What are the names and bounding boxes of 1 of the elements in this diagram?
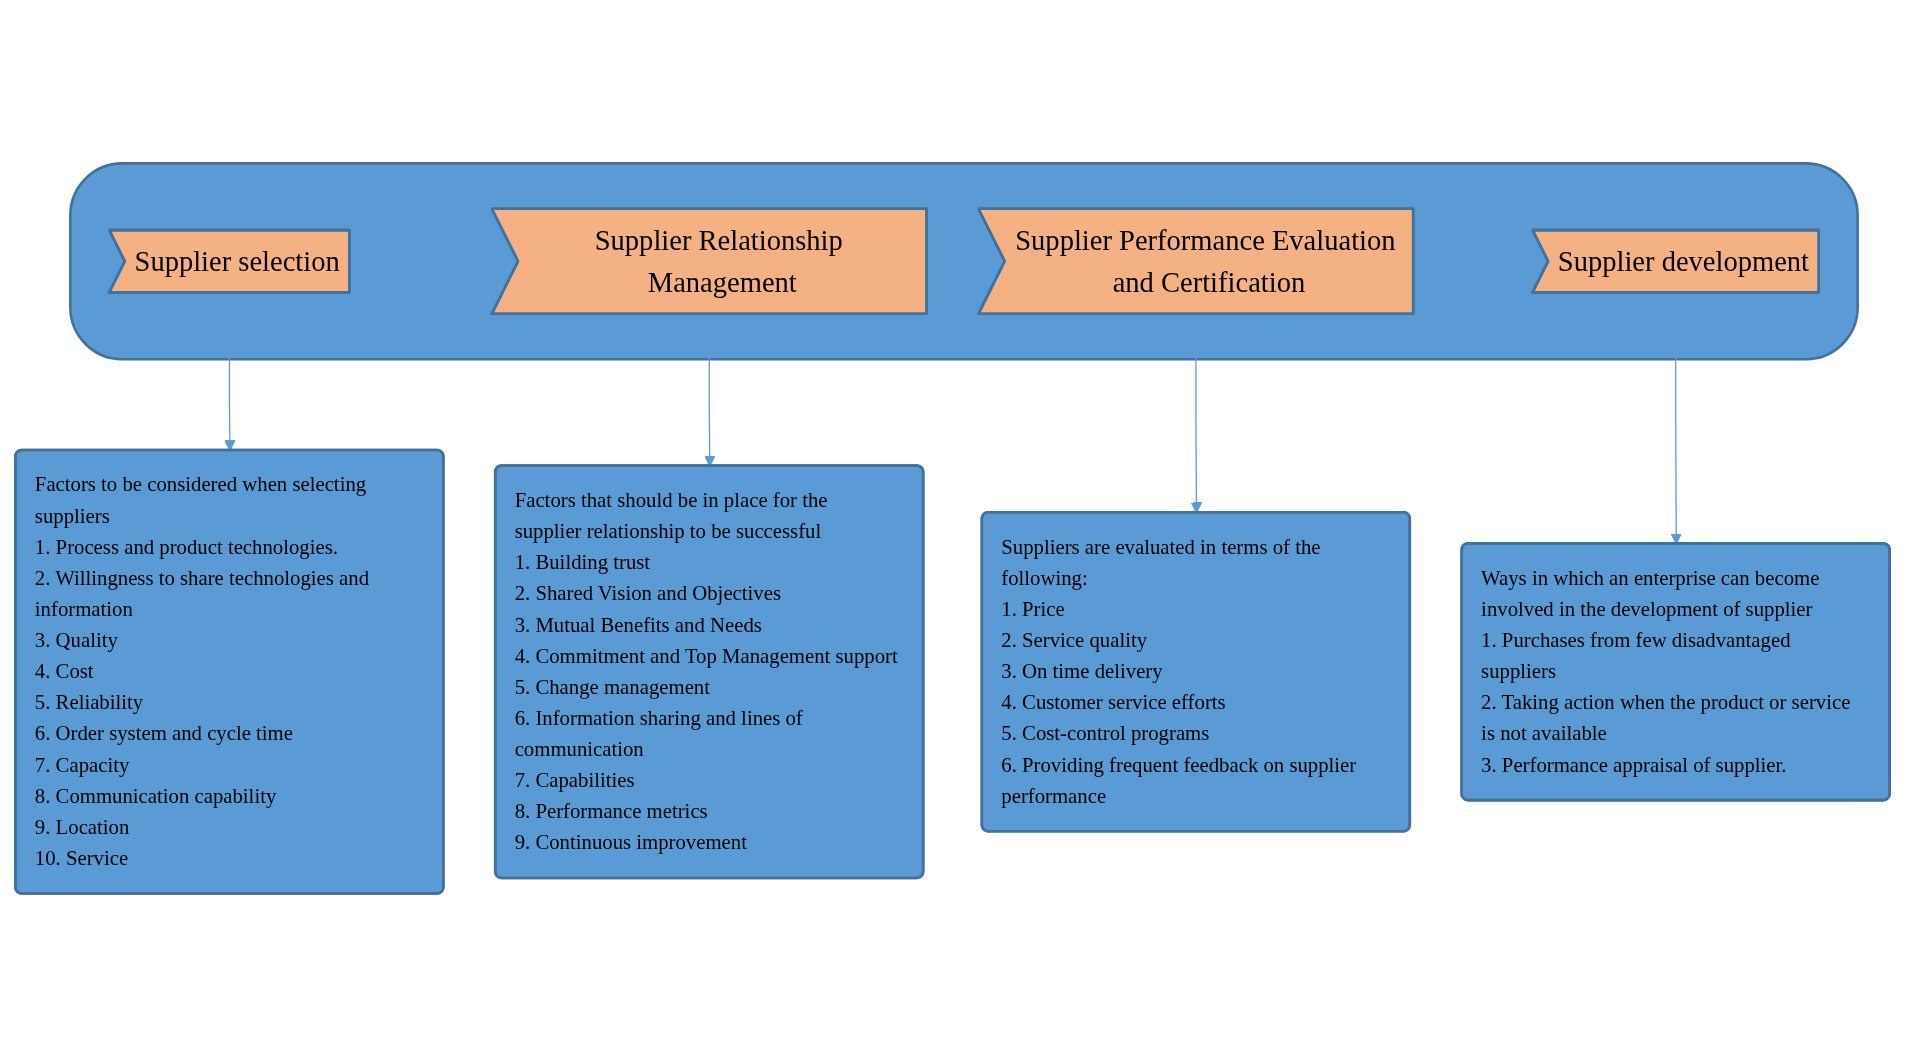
cluster — [69, 161, 1859, 361]
